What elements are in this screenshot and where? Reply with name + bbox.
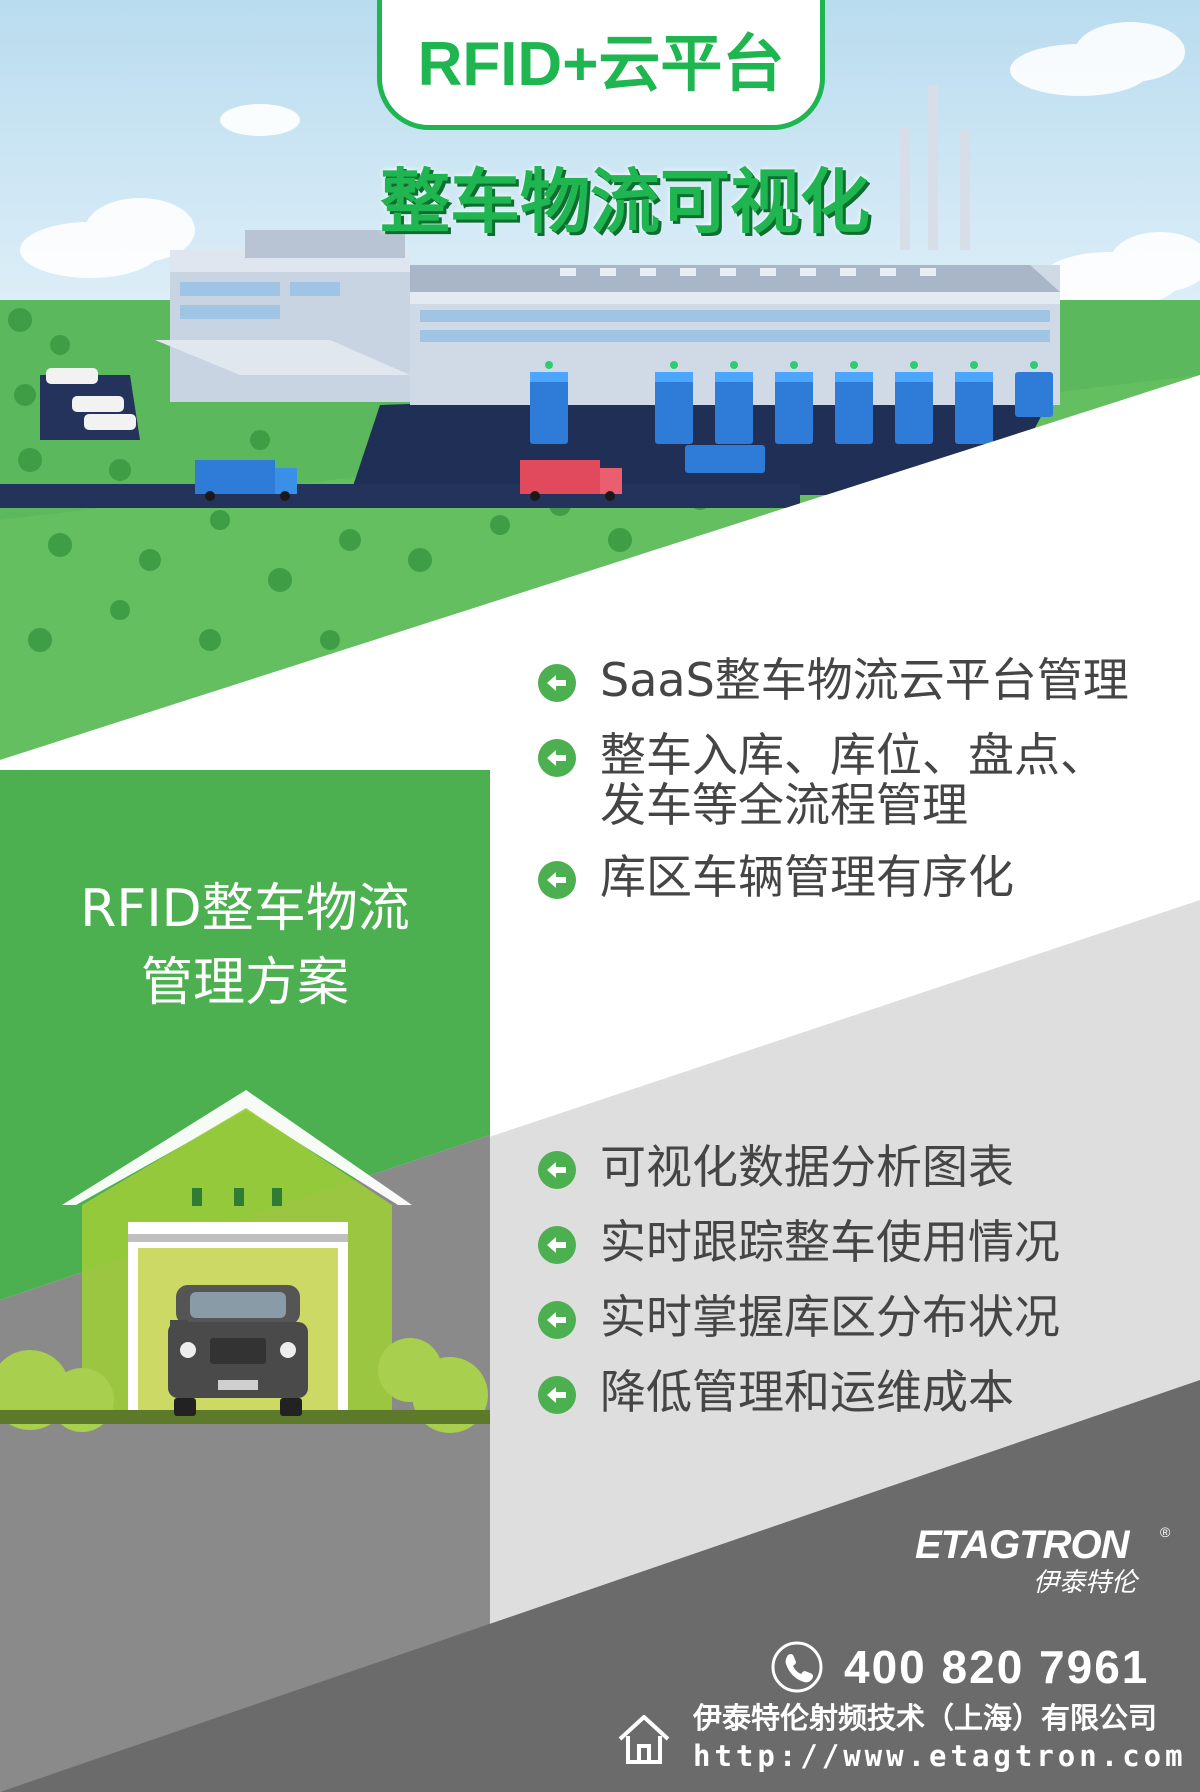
clouds [20,22,1200,308]
feature-item: SaaS整车物流云平台管理 [538,655,1129,705]
phone-number: 400 820 7961 [844,1641,1150,1693]
feature-item: 库区车辆管理有序化 [538,852,1014,902]
title-badge: RFID+云平台 [377,0,825,130]
feature-text: 可视化数据分析图表 [600,1140,1014,1194]
feature-text: 整车入库、库位、盘点、发车等全流程管理 [600,728,1106,832]
feature-item: 降低管理和运维成本 [538,1367,1014,1417]
brand-logo-cn: 伊泰特伦 [1033,1568,1138,1598]
feature-text: SaaS整车物流云平台管理 [600,653,1129,707]
home-icon [615,1710,673,1768]
feature-text: 降低管理和运维成本 [600,1365,1014,1419]
parked-cars [46,368,136,430]
back-arrow-icon [538,861,576,899]
docked-trucks [530,361,1053,473]
section-title-line2: 管理方案 [140,953,349,1013]
feature-item: 实时掌握库区分布状况 [538,1292,1060,1342]
registered-mark: ® [1160,1524,1171,1540]
factory-building [155,85,1060,405]
feature-text: 实时跟踪整车使用情况 [600,1215,1060,1269]
company-block: 伊泰特伦射频技术（上海）有限公司 http://www.etagtron.com [615,1700,1185,1780]
company-name: 伊泰特伦射频技术（上海）有限公司 [693,1701,1158,1735]
brand-logo-text: ETAGTRON [915,1523,1129,1567]
road-trucks [195,460,622,501]
feature-item: 实时跟踪整车使用情况 [538,1217,1060,1267]
back-arrow-icon [538,1301,576,1339]
badge-title: RFID+云平台 [417,30,785,99]
back-arrow-icon [538,739,576,777]
back-arrow-icon [538,1376,576,1414]
back-arrow-icon [538,1151,576,1189]
website-link[interactable]: http://www.etagtron.com [693,1739,1187,1773]
section-title: RFID整车物流 管理方案 [0,872,490,1020]
back-arrow-icon [538,664,576,702]
feature-item: 整车入库、库位、盘点、发车等全流程管理 [538,730,1140,830]
feature-item: 可视化数据分析图表 [538,1142,1014,1192]
feature-text: 实时掌握库区分布状况 [600,1290,1060,1344]
feature-text: 库区车辆管理有序化 [600,850,1014,904]
brand-logo: ETAGTRON ® 伊泰特伦 [915,1522,1175,1602]
road [0,484,800,508]
phone-row: 400 820 7961 [770,1638,1190,1698]
section-title-line1: RFID整车物流 [80,879,410,939]
phone-icon [770,1640,824,1694]
back-arrow-icon [538,1226,576,1264]
headline: 整车物流可视化 [380,161,870,243]
garage-illustration [0,1090,490,1433]
footer-band [0,1380,1200,1792]
car-icon [168,1285,308,1416]
